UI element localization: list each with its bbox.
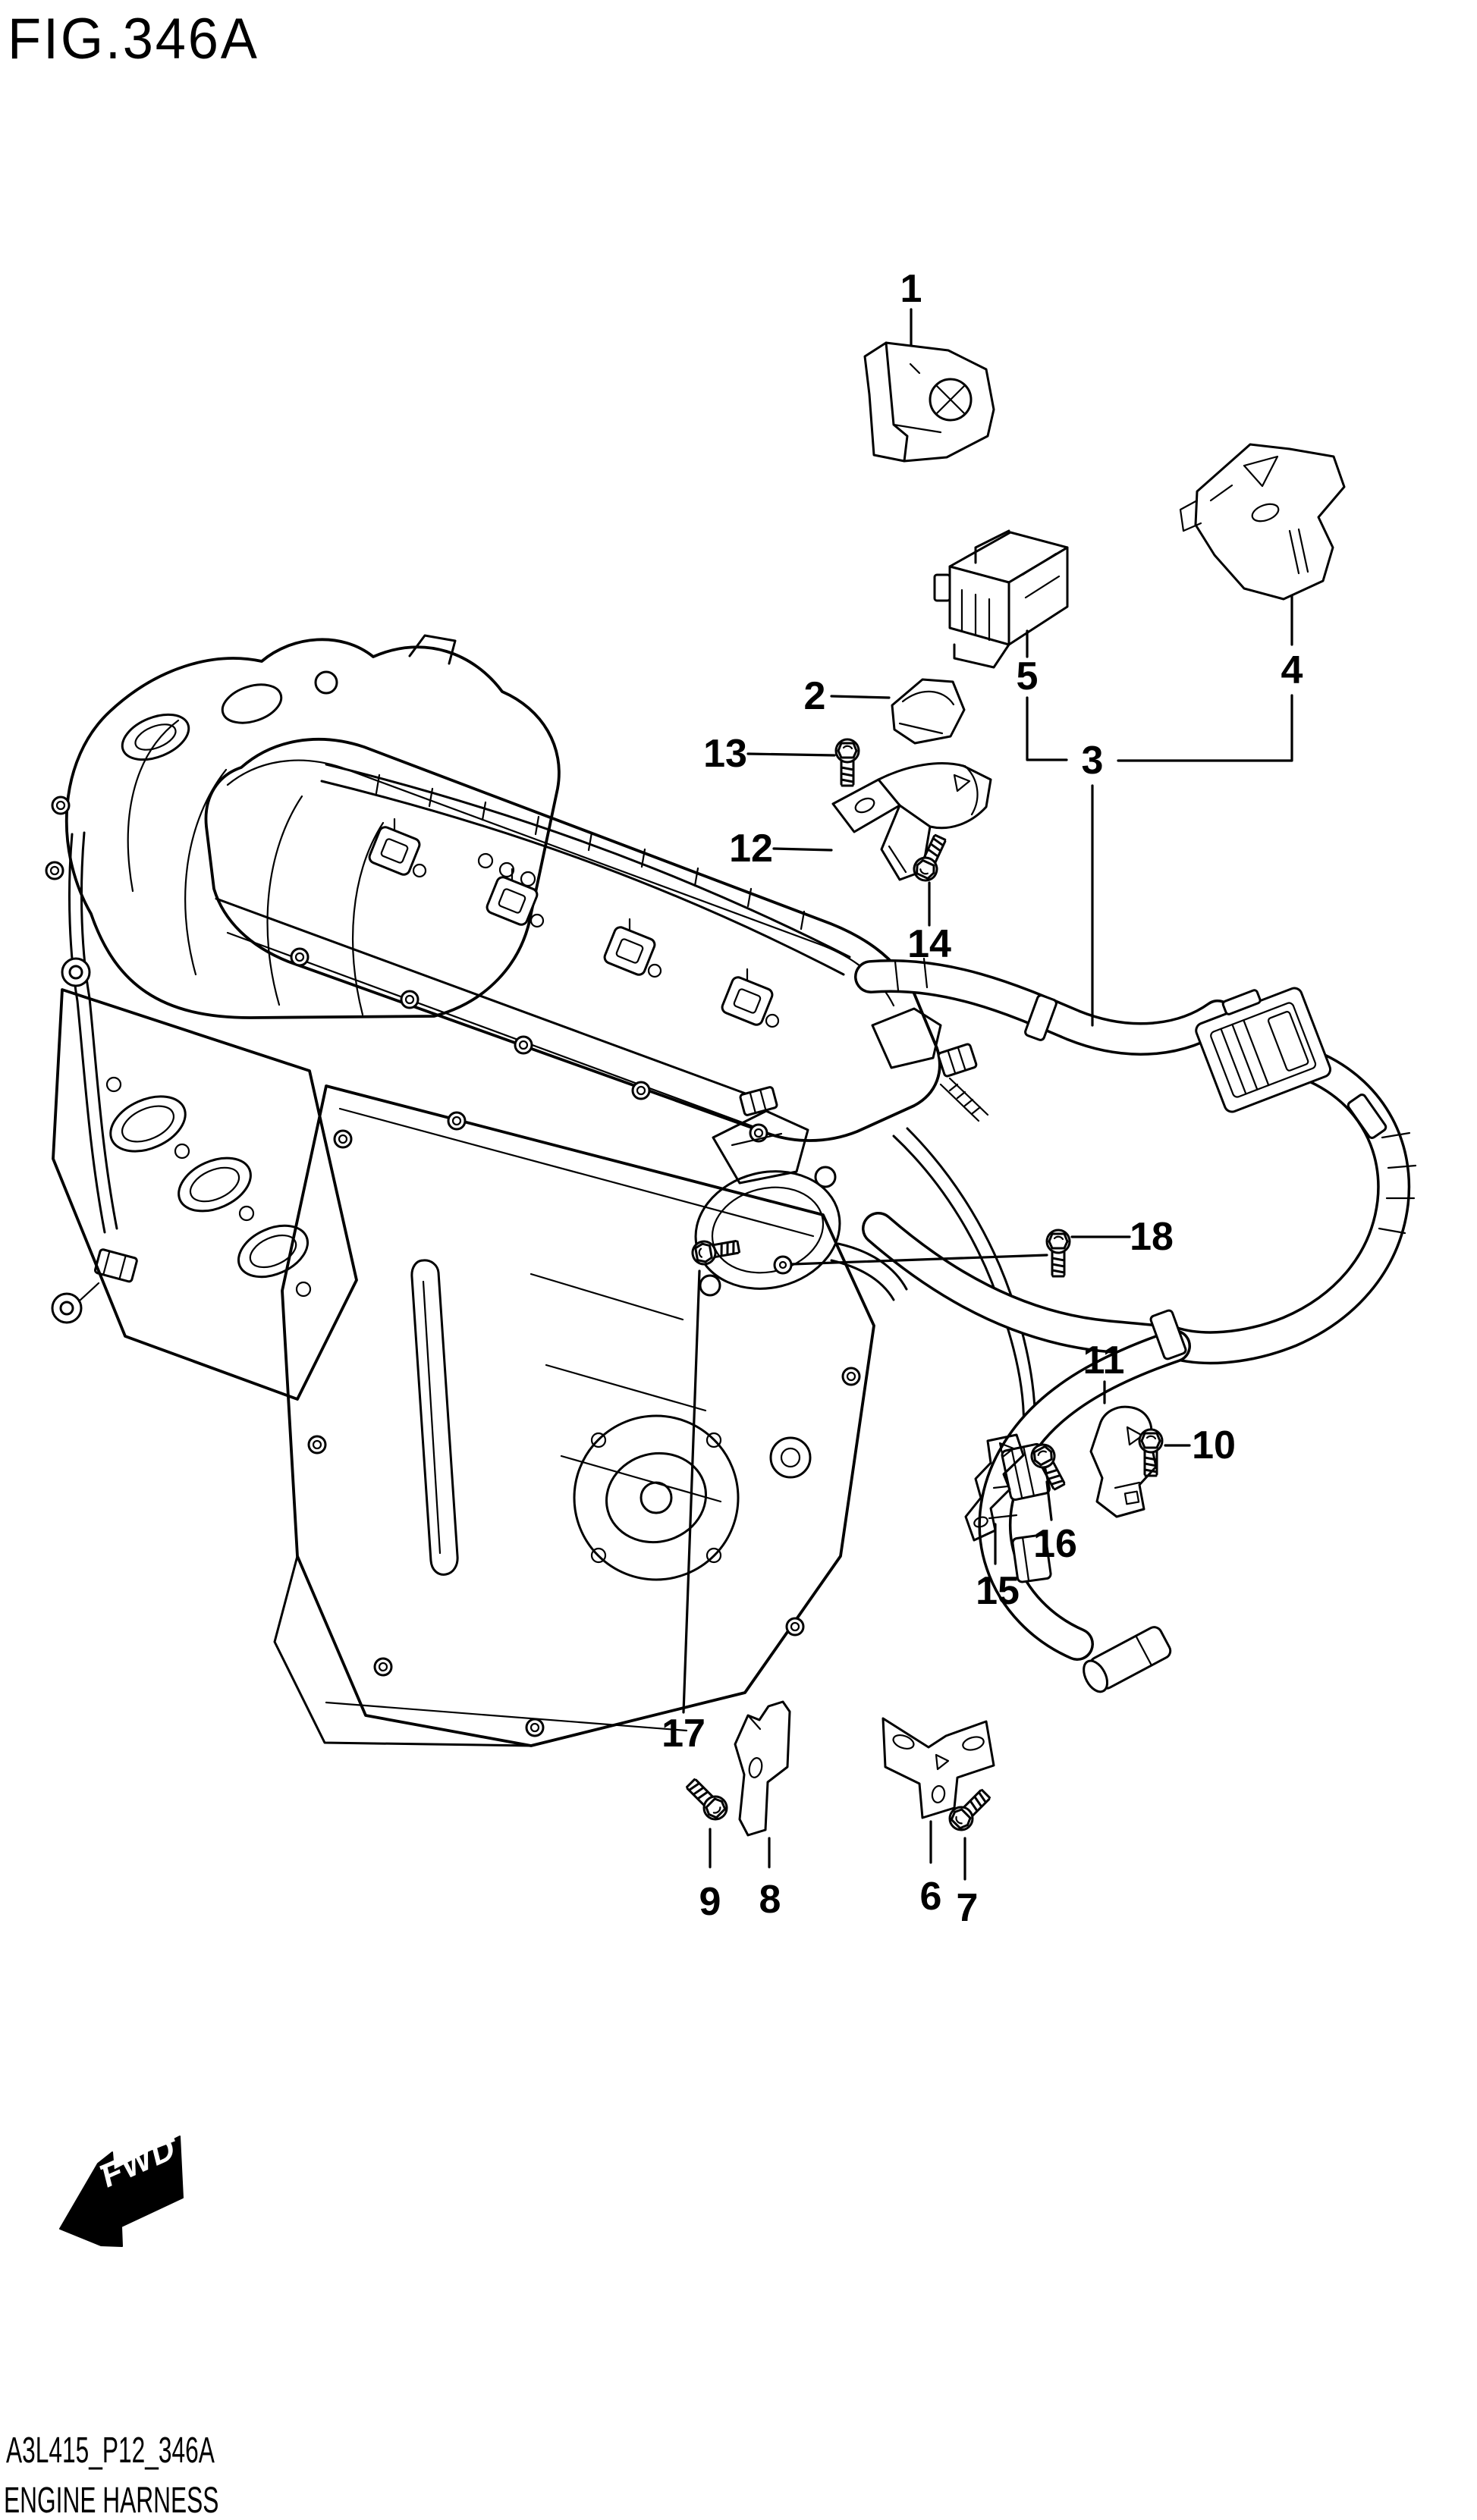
bolt-7 [944, 1784, 995, 1836]
figure-title: FIG.346A [8, 7, 259, 71]
part-6-bracket [881, 1717, 995, 1819]
footer-code: A3L415_P12_346A [6, 2431, 215, 2471]
part-12-bracket [831, 762, 992, 881]
part-4-bracket [1179, 443, 1346, 601]
callout-label-13: 13 [703, 732, 747, 776]
callout-label-8: 8 [759, 1878, 781, 1922]
leader-13 [746, 752, 836, 757]
part-5-fuse-box [933, 529, 1069, 669]
callout-label-4: 4 [1281, 648, 1303, 692]
engine-illustration [45, 634, 989, 1747]
leader-3 [1091, 694, 1293, 1027]
callout-label-7: 7 [956, 1886, 979, 1930]
callout-label-5: 5 [1016, 654, 1039, 698]
part-2-cover [891, 678, 966, 745]
bolt-9 [681, 1774, 733, 1825]
bolt-18 [1045, 1229, 1071, 1278]
callout-label-1: 1 [900, 267, 922, 311]
callout-label-18: 18 [1130, 1215, 1174, 1259]
part-11-bracket [1089, 1405, 1158, 1518]
callout-label-9: 9 [699, 1880, 721, 1924]
leader-17 [682, 1269, 701, 1714]
bolt-17 [690, 1234, 742, 1267]
leader-5 [1026, 629, 1068, 761]
callout-label-14: 14 [907, 922, 951, 966]
bolt-14 [909, 831, 952, 886]
leader-12 [772, 847, 833, 852]
callout-label-11: 11 [1083, 1338, 1125, 1382]
leader-16 [1045, 1480, 1053, 1521]
footer-name: ENGINE HARNESS [4, 2481, 219, 2520]
part-1-bracket [863, 341, 995, 463]
callout-label-16: 16 [1033, 1522, 1077, 1566]
fwd-arrow-icon [59, 2136, 184, 2247]
callout-label-3: 3 [1081, 739, 1104, 783]
leader-18 [790, 1235, 1131, 1266]
leader-2 [830, 695, 891, 699]
harness-illustration [854, 957, 1417, 1693]
ecu-connector [1195, 987, 1332, 1113]
leader-18-target-hole-inner [778, 1260, 787, 1269]
callout-label-15: 15 [976, 1569, 1020, 1613]
bolt-10 [1138, 1428, 1164, 1477]
callout-label-17: 17 [662, 1712, 706, 1756]
callout-label-12: 12 [729, 827, 773, 871]
callout-leader-lines [682, 308, 1293, 1881]
bolt-13 [834, 738, 860, 787]
part-8-bracket [734, 1700, 791, 1837]
leader-18-target-hole [773, 1255, 793, 1275]
callout-label-6: 6 [919, 1875, 942, 1919]
callout-label-2: 2 [803, 674, 826, 718]
callout-label-10: 10 [1192, 1423, 1236, 1467]
